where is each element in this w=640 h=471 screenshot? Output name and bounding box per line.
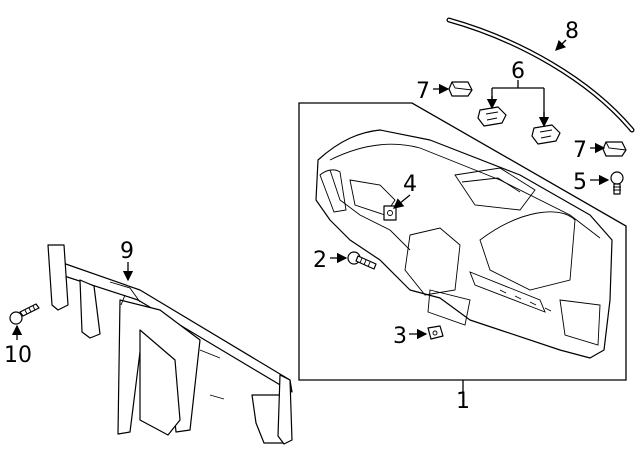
callout-3: 3: [393, 324, 407, 349]
clip-part-right: [531, 124, 561, 145]
leader-6: [491, 80, 545, 124]
callout-7-top: 7: [416, 79, 430, 104]
bracket-part-4: [383, 205, 397, 221]
callout-5: 5: [573, 170, 587, 195]
cross-car-beam-part: [47, 244, 293, 445]
callout-2: 2: [313, 248, 327, 273]
screw-part-2: [347, 251, 377, 270]
clip-part-left: [477, 106, 507, 127]
callout-4: 4: [403, 172, 417, 197]
callout-8: 8: [565, 19, 579, 44]
cap-part-right: [602, 141, 627, 157]
bracket-part-3: [427, 325, 444, 340]
defroster-weatherstrip-part: [446, 17, 635, 133]
callout-7-right: 7: [573, 138, 587, 163]
leader-4: [392, 194, 411, 209]
bolt-part-5: [610, 171, 624, 195]
callout-1: 1: [456, 389, 470, 414]
callout-10: 10: [4, 343, 32, 368]
callout-9: 9: [120, 239, 134, 264]
instrument-panel-group-box: [298, 102, 627, 381]
callout-6: 6: [511, 59, 525, 84]
cap-part-top: [448, 81, 473, 97]
bolt-part-10: [9, 303, 40, 325]
instrument-panel-part: [315, 129, 613, 359]
leader-8: [555, 39, 567, 51]
